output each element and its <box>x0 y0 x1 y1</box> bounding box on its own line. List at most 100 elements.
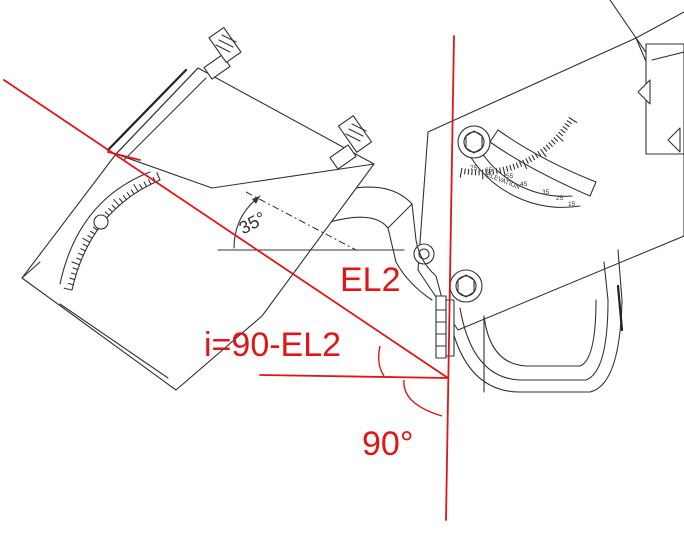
elevation-tick-label: 55 <box>506 173 514 180</box>
elevation-tick <box>534 152 539 159</box>
elevation-arc-outer <box>469 155 581 208</box>
angle-arc-i <box>377 345 385 377</box>
face-tick <box>63 287 73 291</box>
horizontal-line <box>259 374 449 379</box>
pivot-nut <box>413 243 435 265</box>
face-tick <box>76 257 82 261</box>
u-bracket-outer <box>447 249 623 393</box>
face-tick <box>70 272 77 276</box>
screw-left <box>203 27 242 80</box>
thread <box>345 133 361 142</box>
elevation-tick <box>562 126 568 131</box>
u-bracket-clip <box>616 284 624 332</box>
bolt-lower <box>449 269 483 303</box>
elevation-tick <box>528 156 532 163</box>
elevation-arc-inner <box>479 149 573 197</box>
body-bottom-line <box>59 303 169 379</box>
elevation-tick <box>555 134 564 142</box>
face-tick <box>126 192 131 198</box>
elevation-tick <box>512 163 516 170</box>
incidence-line <box>3 79 449 379</box>
face-tick <box>111 204 117 210</box>
body-top-rail <box>106 68 188 152</box>
neck-outer <box>343 186 445 307</box>
elevation-tick <box>519 161 523 167</box>
elevation-tick-label: 45 <box>520 181 528 188</box>
face-tick <box>89 230 96 235</box>
bracket-block-line <box>651 51 684 61</box>
face-tick <box>92 226 98 231</box>
u-bracket-slot <box>483 299 597 367</box>
elevation-tick <box>502 166 506 177</box>
clamp-plate-left <box>435 295 447 359</box>
elevation-tick <box>560 128 566 134</box>
face-tick <box>143 181 148 188</box>
elevation-tick <box>568 117 578 123</box>
elevation-slot <box>489 129 597 197</box>
elevation-tick <box>492 168 495 175</box>
elevation-tick <box>566 120 572 125</box>
annotation-overlay: EL2 i=90-EL2 90° <box>3 35 455 521</box>
thread <box>218 39 234 48</box>
thread <box>215 44 231 53</box>
elevation-tick <box>540 148 547 158</box>
face-tick <box>122 195 127 201</box>
elevation-tick <box>459 167 463 178</box>
elevation-tick <box>543 146 548 152</box>
elevation-tick-label: 65 <box>485 167 493 174</box>
angle-arc-90 <box>403 379 443 417</box>
vertical-normal-line <box>445 35 455 521</box>
elevation-tick <box>564 123 570 128</box>
elevation-tick <box>499 167 502 174</box>
face-tick <box>72 267 79 271</box>
bolt-upper <box>457 125 491 159</box>
face-ticks <box>63 172 161 291</box>
face-tick <box>113 199 120 207</box>
bracket-notch-upper <box>637 79 651 105</box>
elevation-tick-label: 25 <box>556 195 564 202</box>
elevation-tick <box>525 158 529 164</box>
elevation-tick <box>537 150 542 157</box>
construction-line <box>245 191 357 251</box>
body-divider <box>115 153 213 189</box>
bracket-notch-lower <box>667 127 681 153</box>
body-corner <box>21 261 41 279</box>
incidence-label: i=90-EL2 <box>204 326 341 364</box>
face-tick <box>104 211 110 216</box>
face-tick <box>82 243 89 248</box>
elevation-tick <box>531 154 536 161</box>
neck-edge <box>387 203 413 229</box>
face-tick <box>108 207 113 213</box>
elevation-tick <box>467 168 470 175</box>
surface-tick <box>107 151 141 161</box>
elevation-ticks <box>459 117 578 180</box>
thread <box>351 123 367 132</box>
elevation-tick <box>495 168 498 175</box>
elevation-tick <box>522 159 528 170</box>
face-tick <box>156 172 161 181</box>
face-tick <box>118 198 124 204</box>
face-tick <box>139 184 143 190</box>
elevation-bracket: ELEVATION 75 65 55 45 35 25 15 <box>413 0 684 331</box>
elevation-tick <box>548 142 553 147</box>
face-tick <box>80 248 86 252</box>
body-divider-2 <box>211 163 375 189</box>
elevation-tick-label: 35 <box>542 189 550 196</box>
face-tick <box>78 252 84 256</box>
face-tick <box>87 234 93 239</box>
elevation-tick-labels: 75 65 55 45 35 25 15 <box>470 165 576 208</box>
elevation-tick <box>505 165 509 172</box>
elevation-tick <box>464 168 466 175</box>
bracket-arm-top <box>635 11 684 39</box>
face-tick <box>133 184 139 192</box>
face-tick <box>71 261 80 266</box>
elevation-tick-label: 15 <box>568 201 576 208</box>
u-bracket-inner <box>459 261 609 381</box>
elevation-tick-label: 75 <box>470 165 478 172</box>
el2-label: EL2 <box>340 261 401 299</box>
face-tick <box>67 282 74 286</box>
elevation-tick <box>509 164 512 171</box>
face-indicator <box>93 214 109 230</box>
angle-arrow <box>252 196 260 204</box>
elevation-tick <box>558 131 564 137</box>
